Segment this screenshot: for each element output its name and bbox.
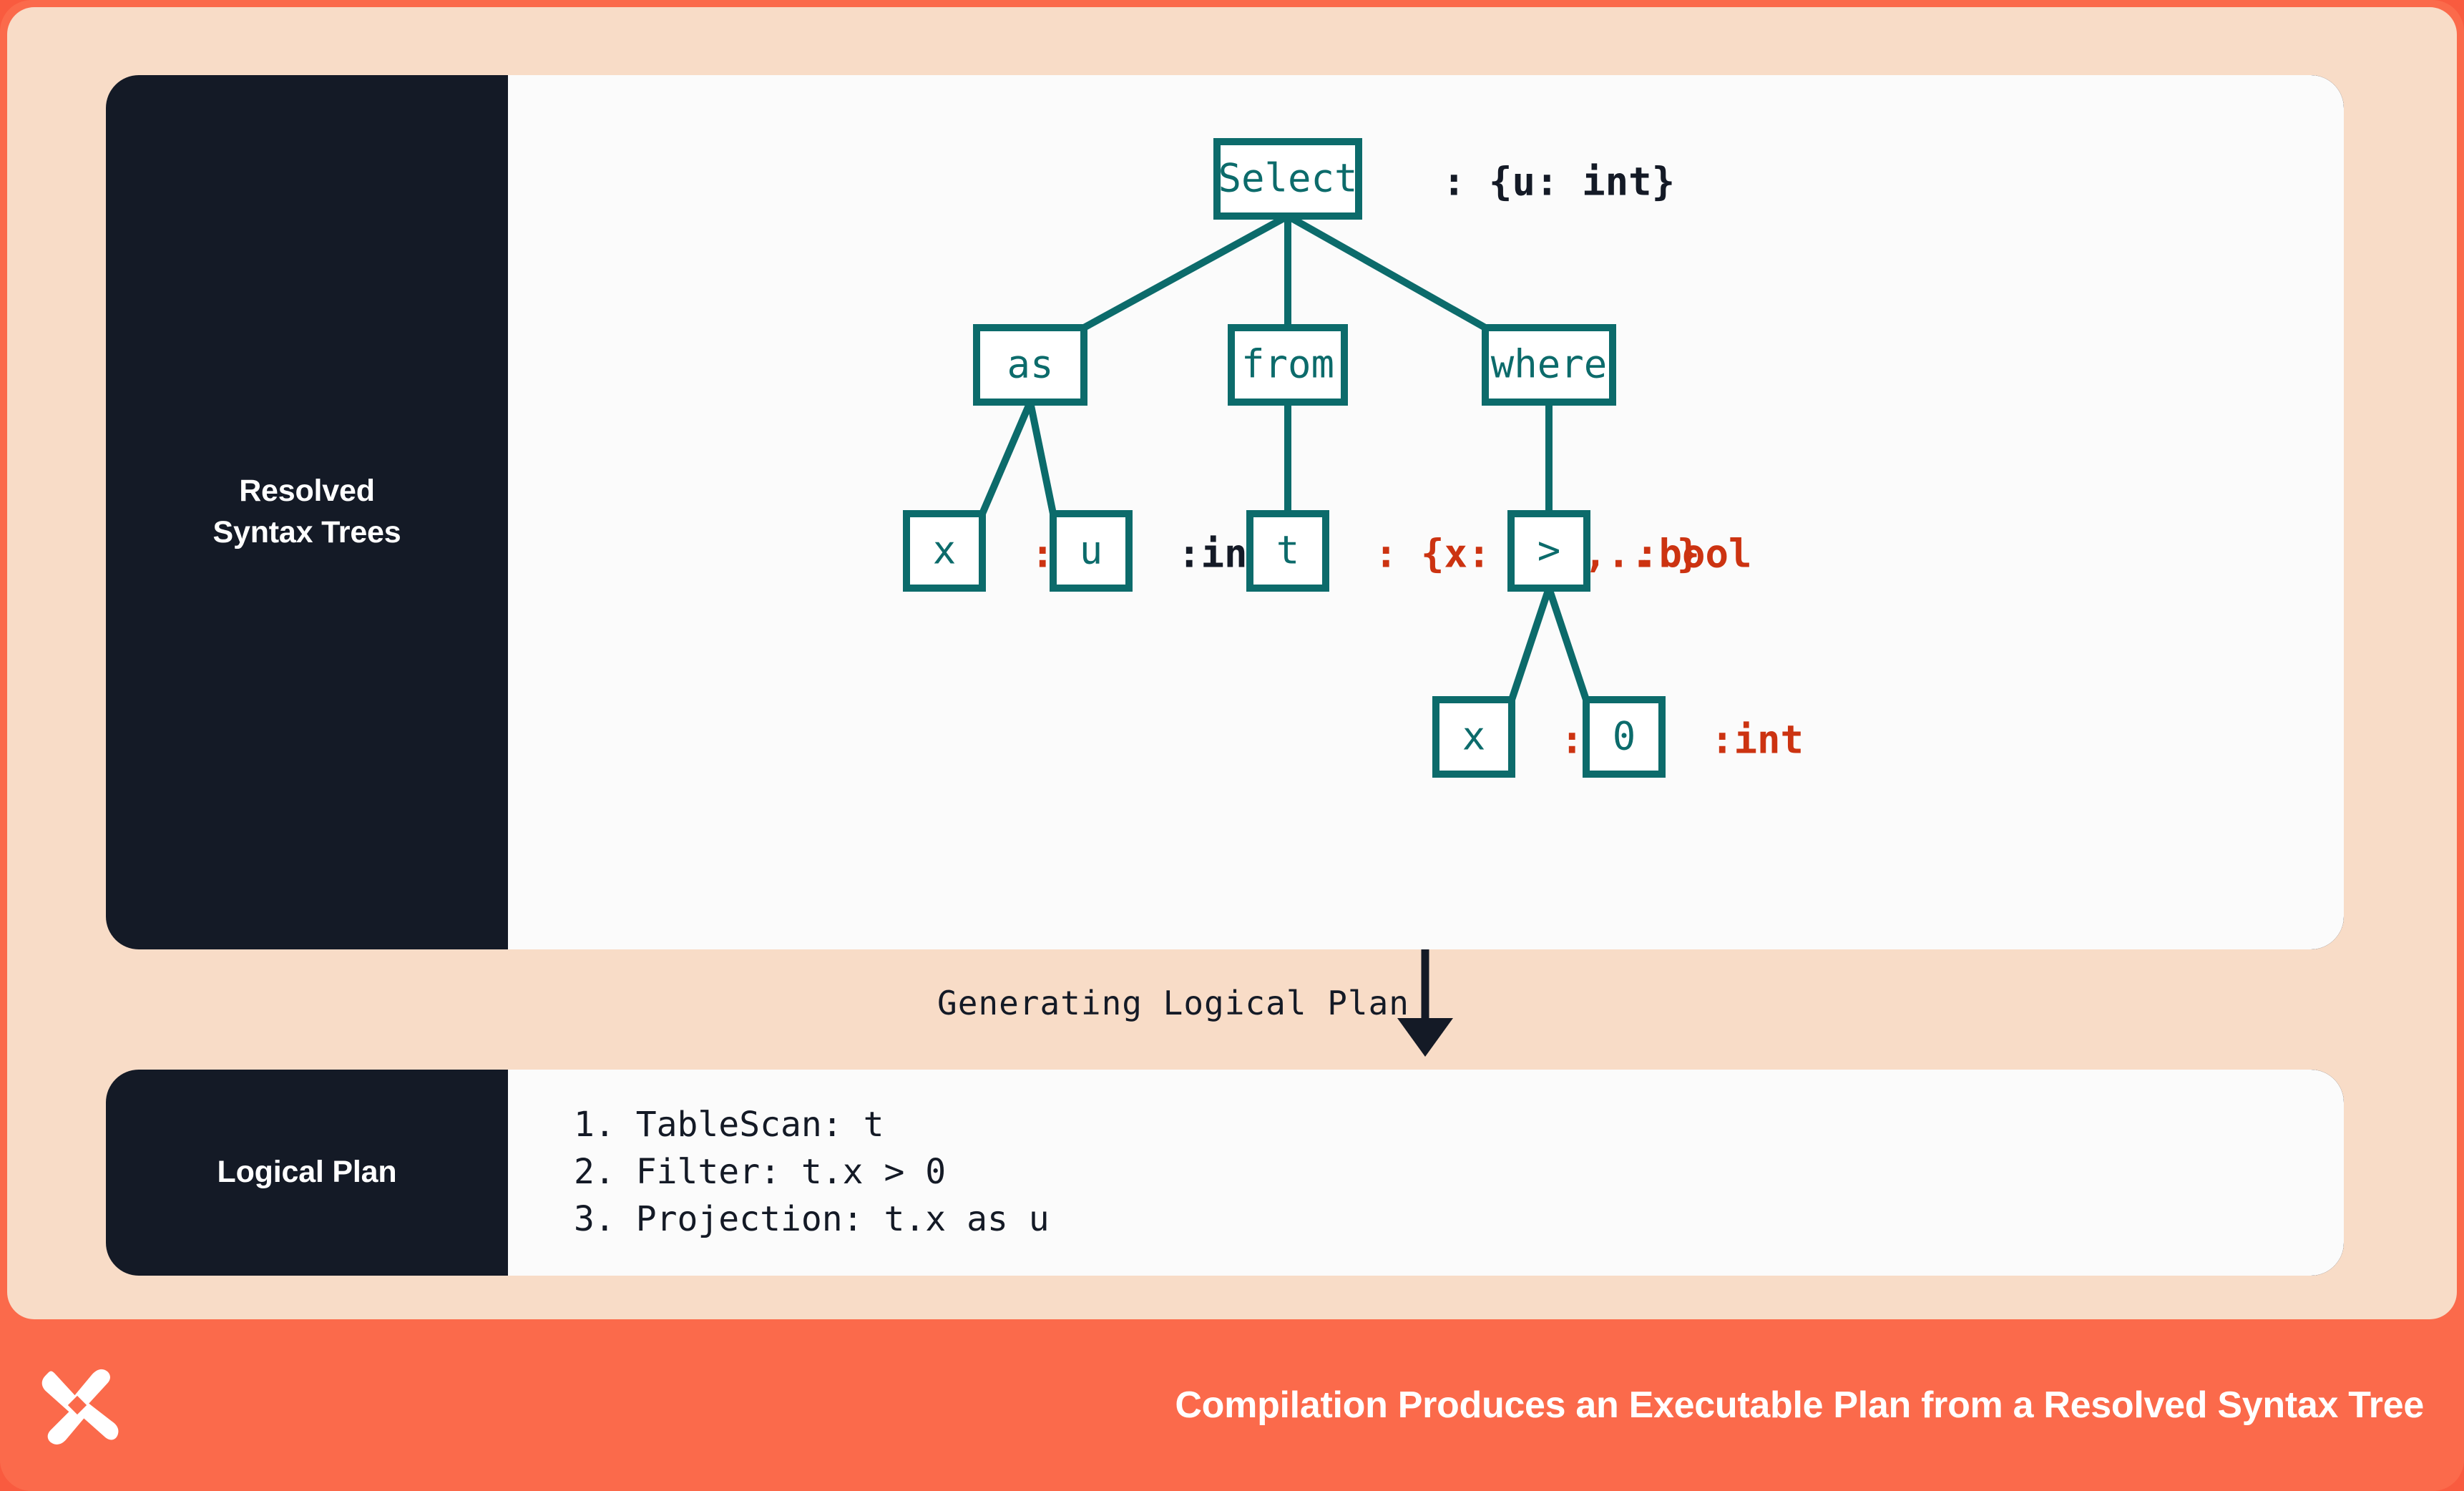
panel-resolved-syntax-trees: Resolved Syntax Trees : {u: int} Select as… — [106, 75, 2344, 949]
transition-arrow-label: Generating Logical Plan — [909, 984, 1409, 1022]
tree-edge — [982, 402, 1030, 514]
logical-plan-step-list: 1. TableScan: t2. Filter: t.x > 03. Proj… — [574, 1101, 1050, 1243]
tree-edge — [1288, 216, 1485, 328]
logical-plan-step: 1. TableScan: t — [574, 1101, 1050, 1148]
tree-node-type-annotation: : {u: int} — [1442, 160, 1675, 205]
tree-node-label: as — [1007, 342, 1053, 387]
panel-label-line-2: Syntax Trees — [213, 512, 401, 554]
tree-node-label: where — [1491, 342, 1608, 387]
panel-logical-plan: Logical Plan 1. TableScan: t2. Filter: t… — [106, 1070, 2344, 1276]
tree-node-type-annotation: :int — [1711, 718, 1804, 763]
logical-plan-step: 3. Projection: t.x as u — [574, 1196, 1050, 1243]
tree-edge — [1084, 216, 1288, 328]
tree-node-as-u[interactable]: u — [1053, 514, 1129, 588]
tree-edge-group — [982, 216, 1586, 700]
panel-label-line-1: Resolved — [213, 471, 401, 512]
banner-caption: Compilation Produces an Executable Plan … — [1175, 1319, 2424, 1491]
tree-node-type-annotation: :bool — [1636, 532, 1752, 577]
tree-node-where[interactable]: where — [1485, 328, 1613, 402]
tree-node-from[interactable]: from — [1231, 328, 1344, 402]
tree-node-label: > — [1537, 528, 1561, 573]
transition-arrow-block: Generating Logical Plan — [0, 949, 2464, 1071]
syntax-tree-svg: : {u: int}Selectasfromwhere:intx:intu: {… — [508, 75, 2344, 949]
panel-label-logical-plan: Logical Plan — [106, 1070, 508, 1276]
tree-node-label: from — [1241, 342, 1334, 387]
tree-node-label: x — [933, 528, 957, 573]
bottom-banner: Compilation Produces an Executable Plan … — [0, 1319, 2464, 1491]
syntax-tree-canvas: : {u: int}Selectasfromwhere:intx:intu: {… — [508, 75, 2344, 949]
tree-node-from-t[interactable]: t — [1250, 514, 1326, 588]
tree-node-label: u — [1080, 528, 1103, 573]
tree-node-gt-0[interactable]: 0 — [1586, 700, 1662, 774]
tree-node-as-x[interactable]: x — [906, 514, 982, 588]
tree-edge — [1549, 588, 1586, 700]
tree-node-label: t — [1276, 528, 1300, 573]
tree-node-select[interactable]: Select — [1217, 142, 1359, 216]
logical-plan-step: 2. Filter: t.x > 0 — [574, 1148, 1050, 1196]
butterfly-x-logo-icon — [36, 1364, 119, 1447]
tree-node-label: Select — [1218, 156, 1357, 201]
tree-node-as[interactable]: as — [977, 328, 1084, 402]
tree-node-label: 0 — [1613, 714, 1636, 759]
tree-edge — [1030, 402, 1053, 514]
tree-edge — [1512, 588, 1549, 700]
tree-node-gt-x[interactable]: x — [1436, 700, 1512, 774]
tree-node-label: x — [1462, 714, 1486, 759]
panel-label-resolved-syntax-trees: Resolved Syntax Trees — [106, 75, 508, 949]
logical-plan-body: 1. TableScan: t2. Filter: t.x > 03. Proj… — [508, 1070, 2344, 1276]
tree-node-where-gt[interactable]: > — [1511, 514, 1587, 588]
